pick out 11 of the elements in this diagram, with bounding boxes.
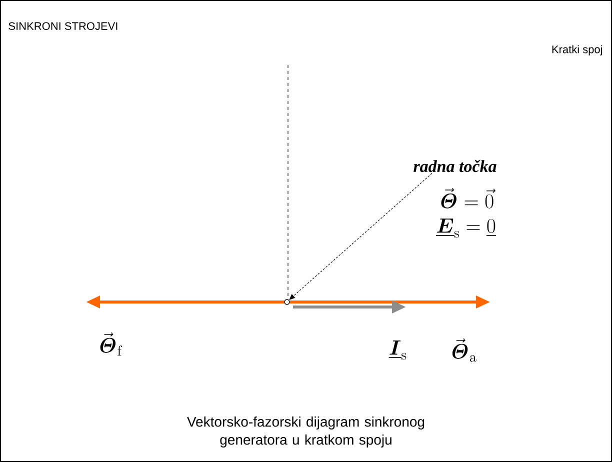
- vector-label: $\vec{\boldsymbol{\mathit{\Theta}}}_{\mathrm{a}}$: [452, 338, 476, 362]
- formula: $\vec{\boldsymbol{\mathit{\Theta}}} = \vec{0}$: [441, 188, 496, 208]
- leader-line: [289, 172, 432, 300]
- point-label: radna točka: [414, 160, 496, 172]
- caption: Vektorsko-fazorski dijagram sinkronog generatora u kratkom spoju: [187, 416, 424, 448]
- vector-label: $\underline{\boldsymbol{I}}_{\mathrm{s}}$: [388, 340, 406, 360]
- origin-point: [284, 299, 290, 305]
- formula: $\underline{\boldsymbol{E}}_{\mathrm{s}} = \underline{0}$: [436, 218, 496, 238]
- slide-title: SINKRONI STROJEVI: [8, 22, 118, 30]
- section-label: Kratki spoj: [552, 45, 602, 56]
- vector-label: $\vec{\boldsymbol{\mathit{\Theta}}}_{\mathrm{f}}$: [100, 332, 122, 356]
